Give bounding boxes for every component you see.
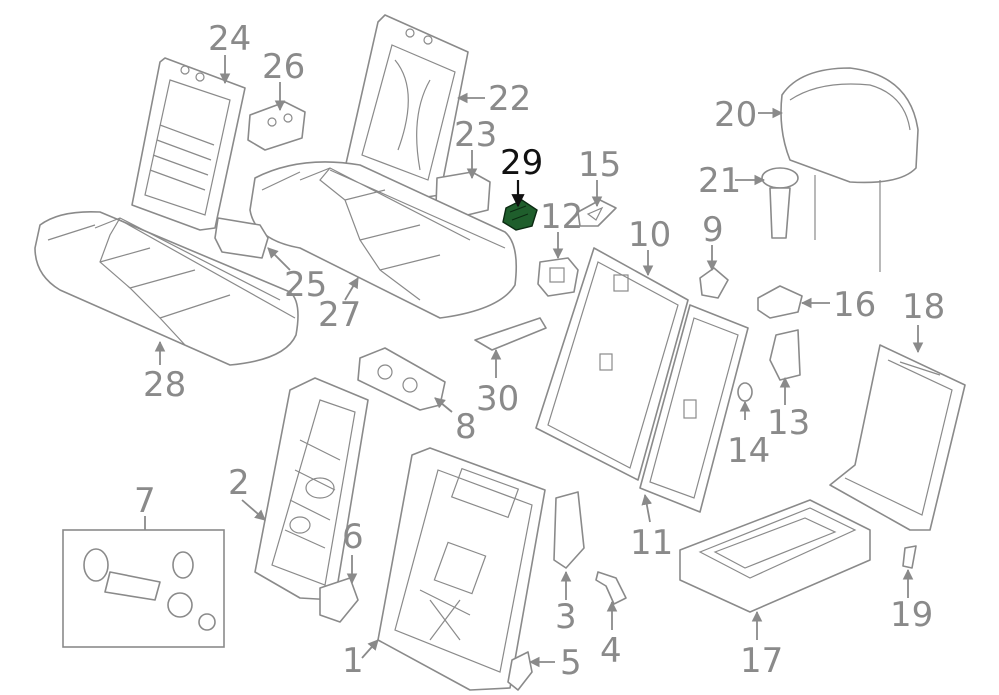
part-22-backrest-large bbox=[344, 14, 469, 199]
part-28-seat-cushion-lower bbox=[34, 210, 299, 366]
callout-14: 14 bbox=[727, 431, 770, 471]
callout-12: 12 bbox=[540, 197, 583, 237]
callout-9: 9 bbox=[702, 210, 724, 250]
part-13-bracket bbox=[769, 329, 801, 381]
callout-11: 11 bbox=[630, 523, 673, 563]
callout-6: 6 bbox=[342, 517, 364, 557]
part-17-cushion-block bbox=[679, 499, 871, 613]
callout-13: 13 bbox=[767, 403, 810, 443]
callout-10: 10 bbox=[628, 215, 671, 255]
callout-30: 30 bbox=[476, 379, 519, 419]
callout-21: 21 bbox=[698, 161, 741, 201]
part-3-bracket bbox=[553, 491, 585, 569]
part-6-bracket bbox=[319, 577, 359, 623]
part-27-seat-cushion bbox=[249, 161, 518, 319]
part-11-backrest-panel bbox=[639, 304, 749, 513]
part-4-hook bbox=[595, 571, 627, 605]
callout-26: 26 bbox=[262, 47, 305, 87]
callout-16: 16 bbox=[833, 285, 876, 325]
part-25-trim-block bbox=[214, 217, 269, 259]
callout-28: 28 bbox=[143, 365, 186, 405]
callout-5: 5 bbox=[560, 643, 582, 683]
part-12-bracket bbox=[537, 257, 579, 297]
part-21-headrest-guide bbox=[761, 167, 799, 239]
part-5-clip bbox=[507, 651, 533, 691]
callout-17: 17 bbox=[740, 641, 783, 681]
part-14-ring bbox=[737, 382, 753, 402]
callout-2: 2 bbox=[228, 463, 250, 503]
part-20-headrest bbox=[780, 67, 919, 272]
part-10-backrest-panel bbox=[535, 247, 689, 481]
part-1-seat-frame-center bbox=[377, 447, 546, 691]
callout-22: 22 bbox=[488, 79, 531, 119]
callout-23: 23 bbox=[454, 115, 497, 155]
part-26-bracket bbox=[247, 101, 306, 151]
callout-20: 20 bbox=[714, 95, 757, 135]
callout-24: 24 bbox=[208, 19, 251, 59]
callout-4: 4 bbox=[600, 631, 622, 671]
leader-lines bbox=[144, 55, 924, 668]
callout-29: 29 bbox=[500, 143, 543, 183]
part-2-seat-frame-left bbox=[254, 377, 369, 601]
part-7-detail-box bbox=[62, 529, 225, 648]
callout-15: 15 bbox=[578, 145, 621, 185]
part-9-cover bbox=[699, 267, 729, 299]
part-8-bracket bbox=[357, 347, 446, 411]
callout-7: 7 bbox=[134, 481, 156, 521]
callout-27: 27 bbox=[318, 295, 361, 335]
callout-18: 18 bbox=[902, 287, 945, 327]
callout-3: 3 bbox=[555, 597, 577, 637]
callout-25: 25 bbox=[284, 265, 327, 305]
callout-1: 1 bbox=[342, 641, 364, 681]
part-30-rod bbox=[474, 317, 547, 351]
callout-numbers: 24 26 22 23 25 27 28 29 15 12 10 9 30 8 … bbox=[134, 19, 945, 683]
part-24-backrest-small bbox=[131, 57, 246, 231]
part-16-latch bbox=[757, 285, 803, 319]
callout-19: 19 bbox=[890, 595, 933, 635]
callout-8: 8 bbox=[455, 407, 477, 447]
part-19-clip bbox=[902, 545, 917, 569]
part-18-side-frame bbox=[829, 344, 966, 531]
part-29-clip bbox=[502, 199, 538, 231]
